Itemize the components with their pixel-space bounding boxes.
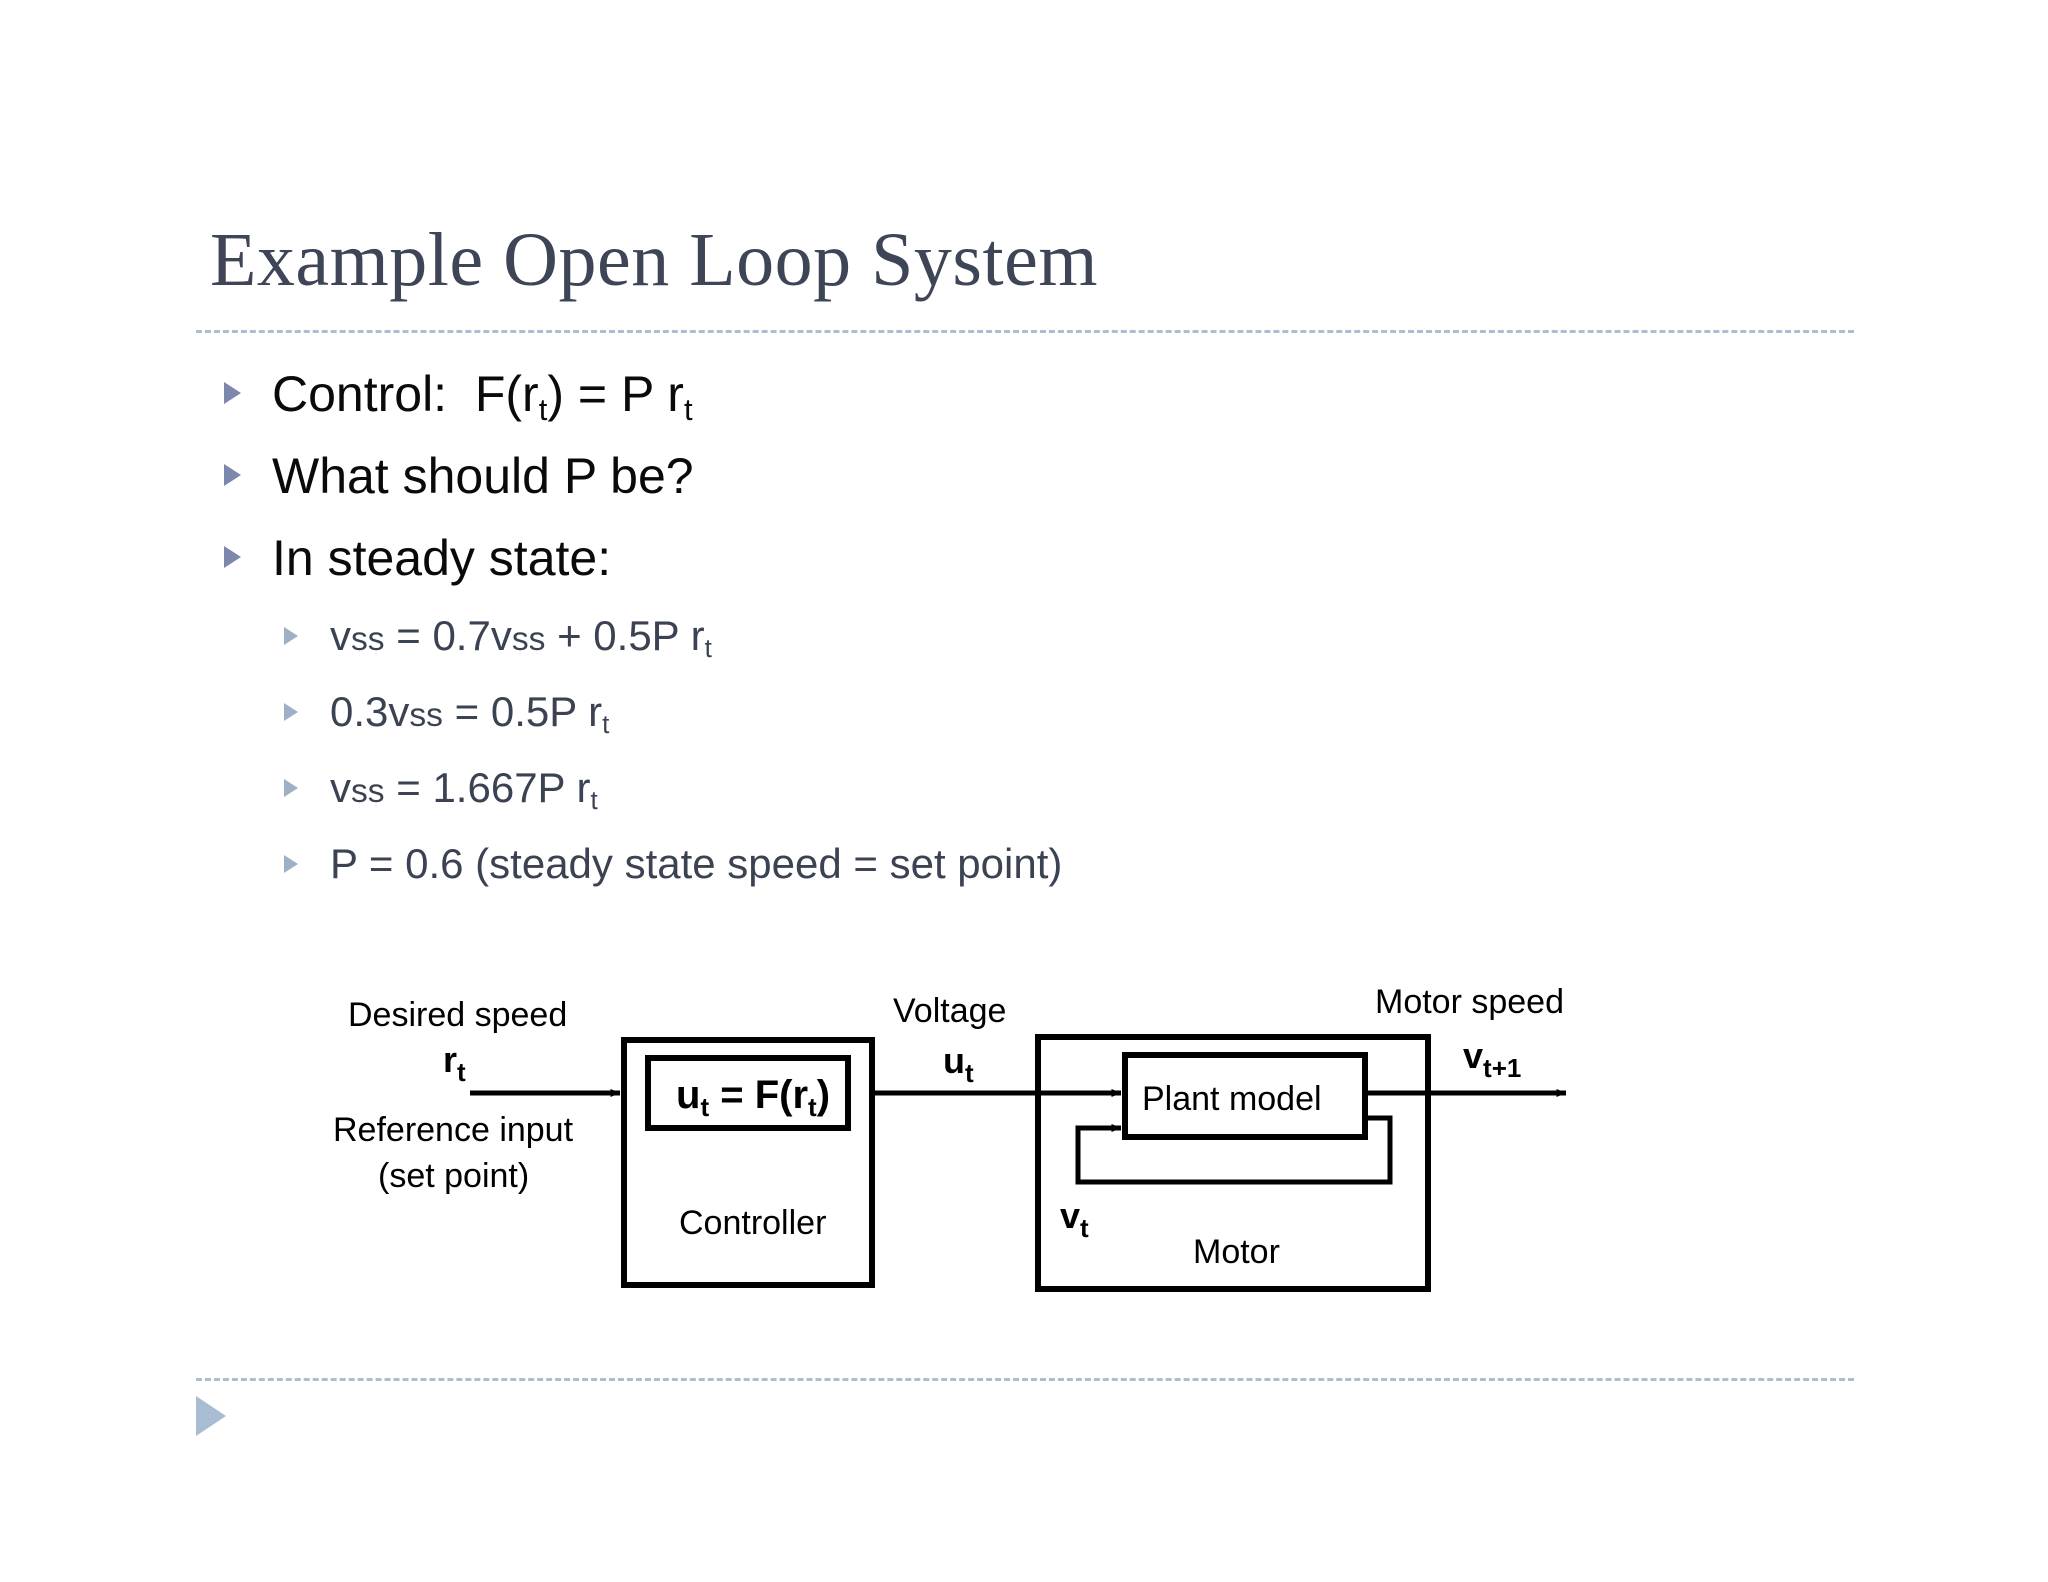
triangle-bullet-icon — [284, 855, 298, 873]
triangle-bullet-icon — [284, 703, 298, 721]
bullet-in-steady-state: In steady state: — [210, 532, 1810, 590]
reference-input-label: Reference input — [333, 1111, 574, 1149]
reference-signal-label: rt — [443, 1039, 466, 1087]
sub-bullet-vss-equation-1-text: vss = 0.7vss + 0.5P rt — [330, 612, 712, 664]
bullet-what-should-p-be-text: What should P be? — [272, 448, 694, 504]
state-signal-label: vt — [1060, 1195, 1089, 1243]
bullet-list: Control: F(rt) = P rt What should P be? … — [210, 368, 1810, 918]
controller-box — [621, 1037, 875, 1288]
bullet-control: Control: F(rt) = P rt — [210, 368, 1810, 426]
motor-speed-label: Motor speed — [1375, 983, 1564, 1021]
controller-label: Controller — [679, 1204, 826, 1242]
sub-bullet-vss-equation-1: vss = 0.7vss + 0.5P rt — [272, 612, 1810, 664]
controller-equation-text: ut = F(rt) — [676, 1073, 830, 1122]
voltage-label: Voltage — [893, 992, 1006, 1030]
sub-bullet-vss-equation-3-text: vss = 1.667P rt — [330, 764, 598, 816]
triangle-bullet-icon — [224, 464, 241, 486]
motor-label: Motor — [1193, 1233, 1280, 1271]
page-title: Example Open Loop System — [210, 218, 1098, 302]
control-signal-label: ut — [943, 1040, 974, 1088]
triangle-bullet-icon — [224, 382, 241, 404]
sub-bullet-vss-equation-3: vss = 1.667P rt — [272, 764, 1810, 816]
output-signal-label: vt+1 — [1463, 1035, 1521, 1083]
bullet-what-should-p-be: What should P be? — [210, 450, 1810, 508]
plant-model-label: Plant model — [1142, 1080, 1322, 1118]
controller-equation-box — [645, 1055, 851, 1131]
set-point-label: (set point) — [378, 1157, 529, 1195]
sub-bullet-vss-equation-2: 0.3vss = 0.5P rt — [272, 688, 1810, 740]
motor-box — [1035, 1034, 1431, 1292]
triangle-bullet-icon — [224, 546, 241, 568]
feedback-loop-path — [1075, 1115, 1393, 1185]
sub-bullet-vss-equation-2-text: 0.3vss = 0.5P rt — [330, 688, 610, 740]
bullet-control-text: Control: F(rt) = P rt — [272, 366, 693, 427]
triangle-bullet-icon — [284, 779, 298, 797]
footer-divider — [196, 1378, 1854, 1381]
title-divider — [196, 330, 1854, 333]
triangle-bullet-icon — [284, 627, 298, 645]
sub-bullet-p-value-text: P = 0.6 (steady state speed = set point) — [330, 840, 1063, 887]
plant-model-box — [1122, 1052, 1368, 1140]
desired-speed-label: Desired speed — [348, 996, 567, 1034]
sub-bullet-p-value: P = 0.6 (steady state speed = set point) — [272, 840, 1810, 890]
sub-bullet-list: vss = 0.7vss + 0.5P rt 0.3vss = 0.5P rt … — [210, 612, 1810, 890]
bullet-in-steady-state-text: In steady state: — [272, 530, 612, 586]
next-slide-triangle-icon[interactable] — [196, 1396, 226, 1436]
